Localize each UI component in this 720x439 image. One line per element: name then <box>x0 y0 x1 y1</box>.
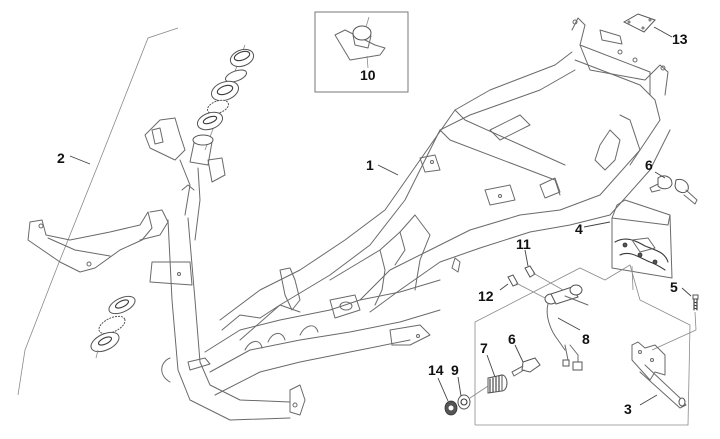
leader-4 <box>583 221 611 228</box>
steering-bearing-stack <box>196 44 255 151</box>
leader-9 <box>457 376 462 397</box>
lower-bearing-stack <box>90 295 136 359</box>
leader-7 <box>486 354 496 378</box>
callout-11: 11 <box>516 236 531 252</box>
front-bracket <box>27 209 193 286</box>
part-13-plate <box>622 13 656 33</box>
leader-14 <box>437 377 449 402</box>
leader-5 <box>681 287 692 297</box>
part-6-key <box>511 357 541 377</box>
callout-10: 10 <box>360 67 376 83</box>
steering-head-tube <box>144 117 226 241</box>
main-frame-rails <box>219 17 671 341</box>
callout-14: 14 <box>428 362 444 378</box>
part-7-lock-cylinder <box>469 374 508 399</box>
callout-4: 4 <box>575 221 583 237</box>
leader-6b <box>514 344 524 363</box>
callout-5: 5 <box>670 279 678 295</box>
callout-6b: 6 <box>508 331 516 347</box>
callout-6a: 6 <box>645 157 653 173</box>
lock-group-boundary <box>474 264 691 426</box>
leader-8 <box>557 317 581 331</box>
part-3-bracket <box>631 341 687 409</box>
callout-1: 1 <box>366 157 374 173</box>
part-5-bolt <box>651 294 699 351</box>
leader-11 <box>524 249 529 267</box>
part-6-keys <box>649 175 698 205</box>
part-11-screw <box>524 265 564 291</box>
callout-2: 2 <box>57 150 65 166</box>
lower-frame <box>161 217 441 421</box>
callout-7: 7 <box>480 340 488 356</box>
part-12-screw <box>507 274 546 299</box>
part-4-wiring-box <box>611 199 673 279</box>
leader-1 <box>377 164 399 176</box>
leader-12 <box>499 283 509 291</box>
callout-8: 8 <box>582 331 590 347</box>
callout-13: 13 <box>672 31 688 47</box>
leader-2 <box>69 155 91 165</box>
part-8-ignition-switch <box>544 284 589 371</box>
part-14-washer <box>444 400 458 416</box>
part-9-nut <box>457 394 471 410</box>
callout-9: 9 <box>451 362 459 378</box>
leader-6a <box>654 171 666 179</box>
callout-12: 12 <box>478 288 494 304</box>
group-2-boundary <box>17 27 179 396</box>
inset-part-10 <box>314 11 409 93</box>
leader-13 <box>653 26 673 38</box>
leader-3 <box>639 394 658 406</box>
callout-3: 3 <box>624 401 632 417</box>
